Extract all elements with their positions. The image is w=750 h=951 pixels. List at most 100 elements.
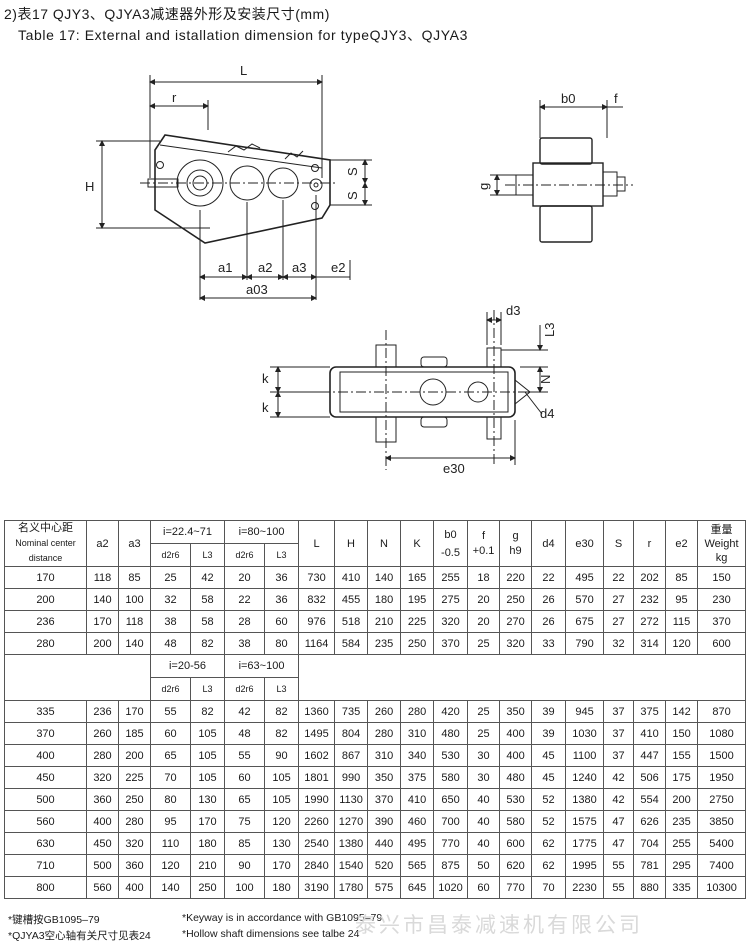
table-cell: 82 (190, 700, 225, 723)
table-cell: 52 (531, 810, 567, 833)
table-cell: 800 (4, 876, 87, 899)
table-cell: 255 (433, 566, 469, 589)
label-S-lower: S (345, 191, 360, 200)
table-cell: 645 (400, 876, 435, 899)
table-cell: 320 (433, 610, 469, 633)
table-cell: 370 (367, 788, 402, 811)
label-N: N (538, 375, 553, 384)
header-center-cn: 名义中心距 (18, 522, 73, 534)
table-cell: 170 (263, 854, 300, 877)
table-cell: 60 (263, 610, 300, 633)
table-cell: 118 (118, 610, 151, 633)
table-cell: 1240 (565, 766, 605, 789)
table-cell: 65 (224, 788, 265, 811)
table-cell: 80 (263, 632, 300, 655)
table-cell: 600 (697, 632, 747, 655)
table-cell: 200 (86, 632, 119, 655)
watermark: 泰兴市昌泰减速机有限公司 (355, 913, 643, 937)
table-cell: 82 (263, 722, 300, 745)
table-cell: 770 (499, 876, 533, 899)
table-cell: 314 (633, 632, 667, 655)
table-cell: 400 (4, 744, 87, 767)
footnote-1-en: *Keyway is in accordance with GB1095–79 (182, 912, 383, 924)
table-cell: 390 (367, 810, 402, 833)
table-cell: 82 (263, 700, 300, 723)
table-cell: 39 (531, 700, 567, 723)
table-cell: 55 (603, 876, 635, 899)
table-cell: 1360 (298, 700, 336, 723)
table-cell: 370 (4, 722, 87, 745)
table-cell: 880 (633, 876, 667, 899)
table-cell: 310 (367, 744, 402, 767)
table-cell: 447 (633, 744, 667, 767)
table-cell: 150 (697, 566, 747, 589)
header-L3-4: L3 (263, 677, 300, 701)
table-cell: 1990 (298, 788, 336, 811)
table-cell: 175 (665, 766, 699, 789)
table-cell: 2840 (298, 854, 336, 877)
label-a1: a1 (218, 260, 232, 275)
table-cell: 62 (531, 832, 567, 855)
table-cell: 500 (4, 788, 87, 811)
table-cell: 420 (433, 700, 469, 723)
table-cell: 400 (118, 876, 151, 899)
table-cell: 25 (150, 566, 191, 589)
table-cell: 832 (298, 588, 336, 611)
table-cell: 626 (633, 810, 667, 833)
table-cell: 38 (224, 632, 265, 655)
table-midheader-row: i=20-56 i=63~100 (4, 654, 747, 701)
table-cell: 460 (400, 810, 435, 833)
header-a3: a3 (118, 520, 151, 567)
table-cell: 2260 (298, 810, 336, 833)
table-cell: 781 (633, 854, 667, 877)
table-cell: 25 (467, 632, 501, 655)
table-cell: 350 (367, 766, 402, 789)
table-cell: 1130 (334, 788, 369, 811)
table-cell: 170 (190, 810, 225, 833)
header-N: N (367, 520, 402, 567)
table-cell: 320 (86, 766, 119, 789)
header-K: K (400, 520, 435, 567)
table-cell: 140 (150, 876, 191, 899)
table-cell: 90 (224, 854, 265, 877)
table-cell: 55 (224, 744, 265, 767)
table-cell: 105 (190, 744, 225, 767)
table-cell: 584 (334, 632, 369, 655)
table-cell: 30 (467, 766, 501, 789)
table-cell: 410 (633, 722, 667, 745)
header-r: r (633, 520, 667, 567)
table-cell: 180 (190, 832, 225, 855)
table-cell: 47 (603, 810, 635, 833)
table-cell: 1780 (334, 876, 369, 899)
table-cell: 1495 (298, 722, 336, 745)
table-cell: 36 (263, 588, 300, 611)
label-a03: a03 (246, 282, 268, 297)
table-cell: 118 (86, 566, 119, 589)
table-cell: 26 (531, 588, 567, 611)
table-cell: 790 (565, 632, 605, 655)
table-cell: 250 (118, 788, 151, 811)
table-cell: 105 (190, 766, 225, 789)
table-cell: 60 (467, 876, 501, 899)
table-cell: 735 (334, 700, 369, 723)
header-L3-1: L3 (190, 543, 225, 567)
table-cell: 235 (665, 810, 699, 833)
header-e2: e2 (665, 520, 699, 567)
table-cell: 230 (697, 588, 747, 611)
table-cell: 2230 (565, 876, 605, 899)
table-cell: 280 (367, 722, 402, 745)
table-cell: 60 (150, 722, 191, 745)
table-cell: 85 (224, 832, 265, 855)
table-cell: 1950 (697, 766, 747, 789)
table-cell: 105 (263, 766, 300, 789)
header-L3-2: L3 (263, 543, 300, 567)
table-cell: 990 (334, 766, 369, 789)
table-cell: 235 (367, 632, 402, 655)
label-f: f (614, 91, 618, 106)
table-cell: 58 (190, 588, 225, 611)
table-cell: 1020 (433, 876, 469, 899)
table-cell: 130 (190, 788, 225, 811)
label-d4: d4 (540, 406, 554, 421)
footnote-2-cn: *QJYA3空心轴有关尺寸见表24 (8, 930, 151, 942)
